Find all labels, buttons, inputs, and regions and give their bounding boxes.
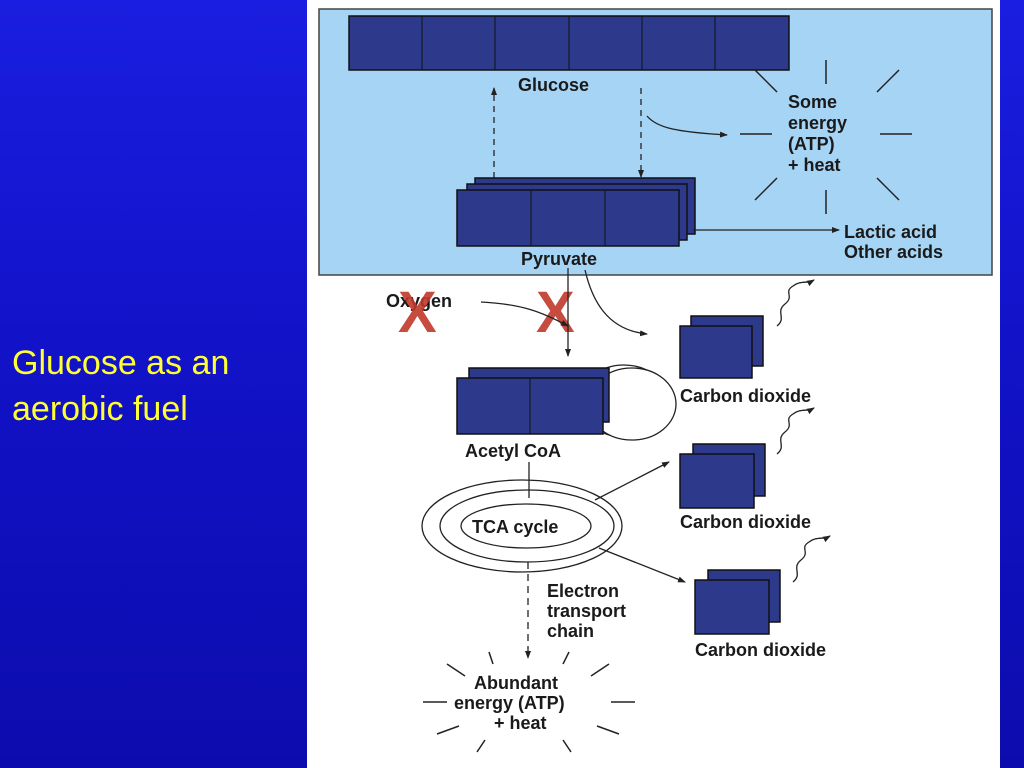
etc-line-1: Electron — [547, 581, 619, 601]
glucose-to-energy-arrow — [646, 115, 728, 138]
carbon-dioxide-label-1: Carbon dioxide — [680, 386, 811, 406]
metabolism-diagram: Glucose Pyruvate Some energy (ATP) + hea… — [307, 0, 1000, 768]
carbon-dioxide-label-2: Carbon dioxide — [680, 512, 811, 532]
tca-to-co2-lower-arrow — [598, 547, 686, 583]
oxygen-label: Oxygen — [386, 291, 452, 311]
energy-bottom-line-1: Abundant — [474, 673, 558, 693]
energy-top-line-4: + heat — [788, 155, 841, 175]
glucose-label: Glucose — [518, 75, 589, 95]
slide-title: Glucose as an aerobic fuel — [12, 340, 302, 432]
pyruvate-to-co2-arrow — [584, 269, 648, 337]
energy-bottom-line-2: energy (ATP) — [454, 693, 565, 713]
energy-top-line-3: (ATP) — [788, 134, 835, 154]
etc-line-3: chain — [547, 621, 594, 641]
acids-line-2: Other acids — [844, 242, 943, 262]
pyruvate-label: Pyruvate — [521, 249, 597, 269]
pyruvate-cross-mark: X — [536, 280, 575, 345]
energy-burst-icon — [740, 60, 912, 214]
carbon-dioxide-label-3: Carbon dioxide — [695, 640, 826, 660]
slide-title-line-2: aerobic fuel — [12, 390, 188, 428]
co2-1-release-arrow — [776, 279, 815, 327]
glucose-molecule-icon — [348, 15, 790, 71]
pyruvate-molecule-icon — [456, 177, 696, 247]
abundant-energy-burst-icon — [423, 651, 635, 753]
acetyl-coa-label: Acetyl CoA — [465, 441, 561, 461]
energy-top-line-2: energy — [788, 113, 847, 133]
energy-top-line-1: Some — [788, 92, 837, 112]
acetyl-coa-molecule-icon — [456, 364, 677, 441]
oxygen-cross-mark: X — [398, 280, 437, 345]
acids-line-1: Lactic acid — [844, 222, 937, 242]
tca-cycle-label: TCA cycle — [472, 517, 558, 537]
co2-2-release-arrow — [776, 407, 815, 455]
carbon-dioxide-icon-1 — [679, 315, 764, 379]
co2-3-release-arrow — [792, 535, 831, 583]
slide-title-line-1: Glucose as an — [12, 344, 230, 382]
tca-cycle-icon — [421, 479, 623, 573]
oxygen-arrow — [480, 301, 569, 327]
carbon-dioxide-icon-3 — [694, 569, 781, 635]
carbon-dioxide-icon-2 — [679, 443, 766, 509]
tca-to-co2-arrow — [594, 461, 670, 501]
etc-line-2: transport — [547, 601, 626, 621]
energy-bottom-line-3: + heat — [494, 713, 547, 733]
